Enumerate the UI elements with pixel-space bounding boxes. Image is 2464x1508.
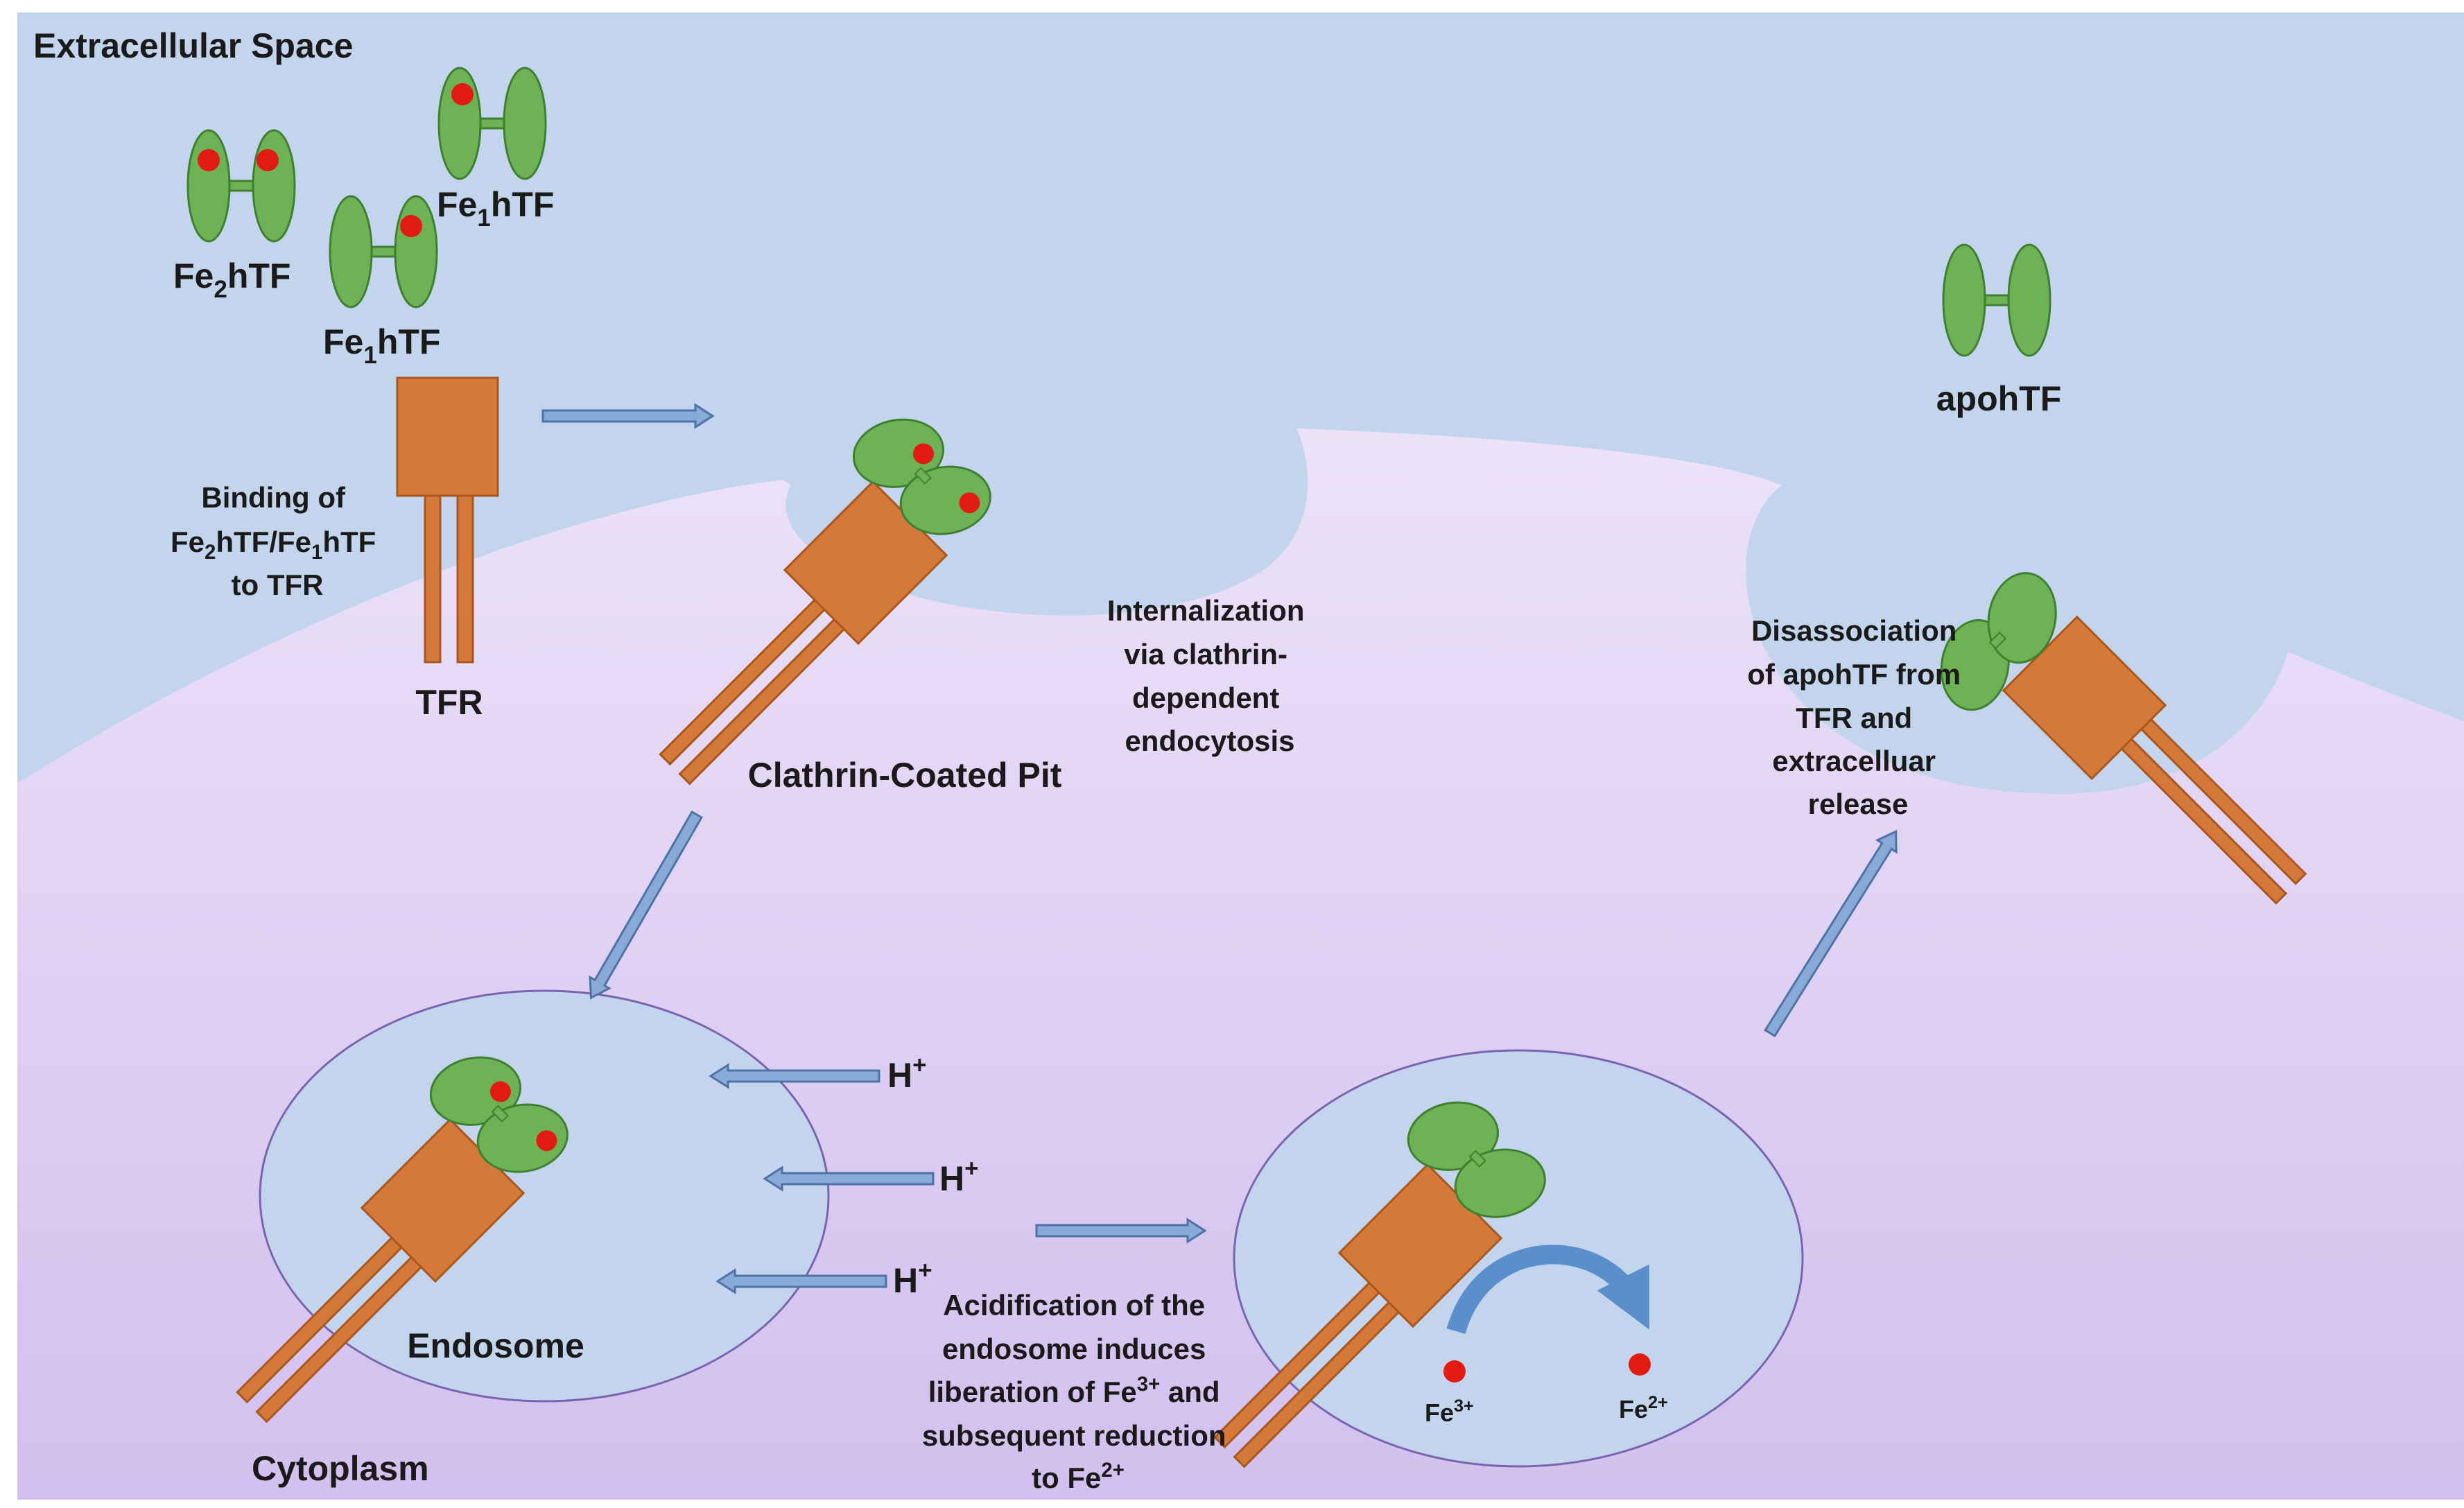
fe3-label: Fe3+ xyxy=(1425,1396,1474,1427)
iron-atom xyxy=(257,149,279,171)
fe2htf-molecule xyxy=(186,129,296,243)
fe1htf-molecule-mid xyxy=(329,195,438,309)
iron-atom xyxy=(959,492,980,514)
arrow-acidification xyxy=(1035,1217,1207,1244)
tfr-apotransferrin-complex-endosome xyxy=(1213,1101,1546,1468)
proton-label-1: H+ xyxy=(887,1052,927,1095)
reduction-arrow xyxy=(1446,1245,1649,1335)
tfr-receptor xyxy=(396,376,499,664)
arrow-proton-1 xyxy=(709,1063,880,1089)
fe1htf-label-top: Fe1hTF xyxy=(437,185,554,232)
binding-caption: Binding of Fe2hTF/Fe1hTF to TFR xyxy=(171,481,384,601)
arrow-proton-2 xyxy=(763,1165,935,1192)
tfr-apotransferrin-complex-release xyxy=(1940,572,2307,905)
apohtf-molecule xyxy=(1942,243,2051,357)
endosome-label: Endosome xyxy=(407,1326,584,1365)
iron-atom xyxy=(451,83,474,105)
internalization-caption: Internalization via clathrin- dependent … xyxy=(1107,594,1312,757)
apohtf-label: apohTF xyxy=(1936,379,2062,418)
extracellular-space-label: Extracellular Space xyxy=(33,26,353,65)
proton-label-3: H+ xyxy=(893,1257,932,1300)
arrow-binding-to-pit xyxy=(541,403,715,429)
acidification-caption: Acidification of the endosome induces li… xyxy=(922,1289,1234,1494)
fe2htf-label: Fe2hTF xyxy=(173,257,290,303)
arrow-pit-to-endosome xyxy=(589,810,703,1000)
cytoplasm-label: Cytoplasm xyxy=(252,1449,429,1488)
iron-atom xyxy=(489,1081,511,1102)
fe2-ion xyxy=(1629,1353,1651,1376)
iron-atom xyxy=(912,443,934,465)
fe1htf-molecule-top xyxy=(437,67,547,180)
tfr-label: TFR xyxy=(415,683,483,722)
fe1htf-label-mid: Fe1hTF xyxy=(323,322,440,369)
arrow-recycling xyxy=(1764,829,1898,1038)
arrow-proton-3 xyxy=(715,1268,887,1294)
iron-atom xyxy=(400,215,422,237)
fe3-ion xyxy=(1443,1360,1466,1383)
fe2-label: Fe2+ xyxy=(1619,1393,1668,1423)
iron-atom xyxy=(198,149,220,171)
clathrin-pit-label: Clathrin-Coated Pit xyxy=(748,756,1062,795)
disassociation-caption: Disassociation of apohTF from TFR and ex… xyxy=(1747,614,1969,820)
tfr-transferrin-complex-pit xyxy=(659,418,991,786)
proton-label-2: H+ xyxy=(939,1155,979,1198)
iron-atom xyxy=(536,1130,557,1152)
endosome-left xyxy=(259,989,830,1403)
tfr-transferrin-complex-endosome xyxy=(236,1056,569,1423)
